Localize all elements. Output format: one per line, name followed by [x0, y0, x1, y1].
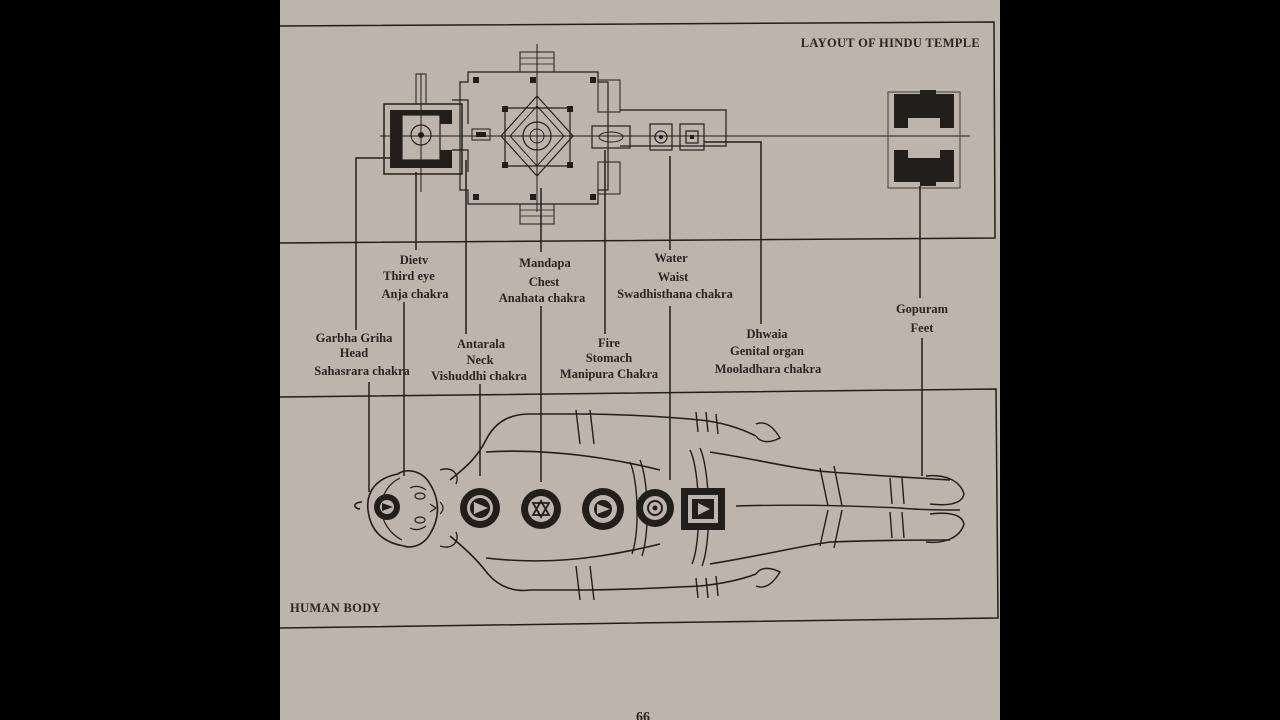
fire-altar-plan [591, 125, 631, 149]
dietv-line3: Anja chakra [381, 287, 449, 301]
antarala-line2: Neck [466, 353, 493, 367]
dhwaia-line2: Genital organ [730, 344, 804, 358]
antarala-line3: Vishuddhi chakra [431, 369, 528, 383]
antarala-plan [452, 99, 491, 172]
label-dhwaia: Dhwaia Genital organ Mooladhara chakra [715, 327, 822, 376]
label-dietv: Dietv Third eye Anja chakra [381, 253, 449, 301]
leader-lines [355, 141, 923, 492]
mandapa-line1: Mandapa [519, 256, 571, 270]
dhwaia-line1: Dhwaia [747, 327, 789, 341]
human-body-frame: HUMAN BODY [280, 388, 999, 629]
chakra-swadhisthana-symbol [636, 489, 674, 527]
mandapa-line2: Chest [529, 275, 560, 289]
fire-line2: Stomach [586, 351, 633, 365]
garbha-line1: Garbha Griha [316, 331, 393, 345]
water-line1: Water [654, 251, 688, 265]
temple-floor-plan [380, 44, 970, 225]
dietv-line2: Third eye [383, 269, 435, 283]
chakra-mooladhara-symbol [681, 488, 725, 530]
water-shrine-plan [620, 109, 727, 151]
water-line2: Waist [658, 270, 689, 284]
fire-line1: Fire [598, 336, 620, 350]
chakra-vishuddhi-symbol [460, 488, 500, 528]
label-garbha-griha: Garbha Griha Head Sahasrara chakra [314, 331, 410, 378]
chakra-sahasrara-symbol [374, 494, 400, 520]
gopuram-line1: Gopuram [896, 302, 949, 316]
fire-line3: Manipura Chakra [560, 367, 659, 381]
gopuram-plan [887, 90, 961, 189]
temple-layout-title: LAYOUT OF HINDU TEMPLE [801, 36, 980, 50]
gopuram-line2: Feet [911, 321, 935, 335]
label-antarala: Antarala Neck Vishuddhi chakra [431, 337, 528, 383]
temple-layout-frame: LAYOUT OF HINDU TEMPLE [280, 21, 996, 244]
label-mandapa: Mandapa Chest Anahata chakra [499, 256, 586, 305]
garbha-line3: Sahasrara chakra [314, 364, 410, 378]
garbha-line2: Head [340, 346, 369, 360]
human-body-title: HUMAN BODY [290, 601, 381, 615]
antarala-line1: Antarala [457, 337, 506, 351]
page-number: 66 [636, 710, 650, 720]
chakra-manipura-symbol [582, 488, 624, 530]
label-gopuram: Gopuram Feet [896, 302, 949, 335]
temple-body-diagram: LAYOUT OF HINDU TEMPLE [280, 21, 999, 720]
garbha-griha-plan [383, 73, 463, 192]
book-page: LAYOUT OF HINDU TEMPLE [280, 0, 1000, 720]
water-line3: Swadhisthana chakra [617, 287, 733, 301]
mandapa-plan [459, 44, 621, 225]
dietv-line1: Dietv [400, 253, 429, 267]
chakra-anahata-symbol [521, 489, 561, 529]
human-figure [354, 409, 965, 601]
label-fire: Fire Stomach Manipura Chakra [560, 336, 659, 381]
label-water: Water Waist Swadhisthana chakra [617, 251, 733, 301]
dhwaia-line3: Mooladhara chakra [715, 362, 822, 376]
mandapa-line3: Anahata chakra [499, 291, 586, 305]
